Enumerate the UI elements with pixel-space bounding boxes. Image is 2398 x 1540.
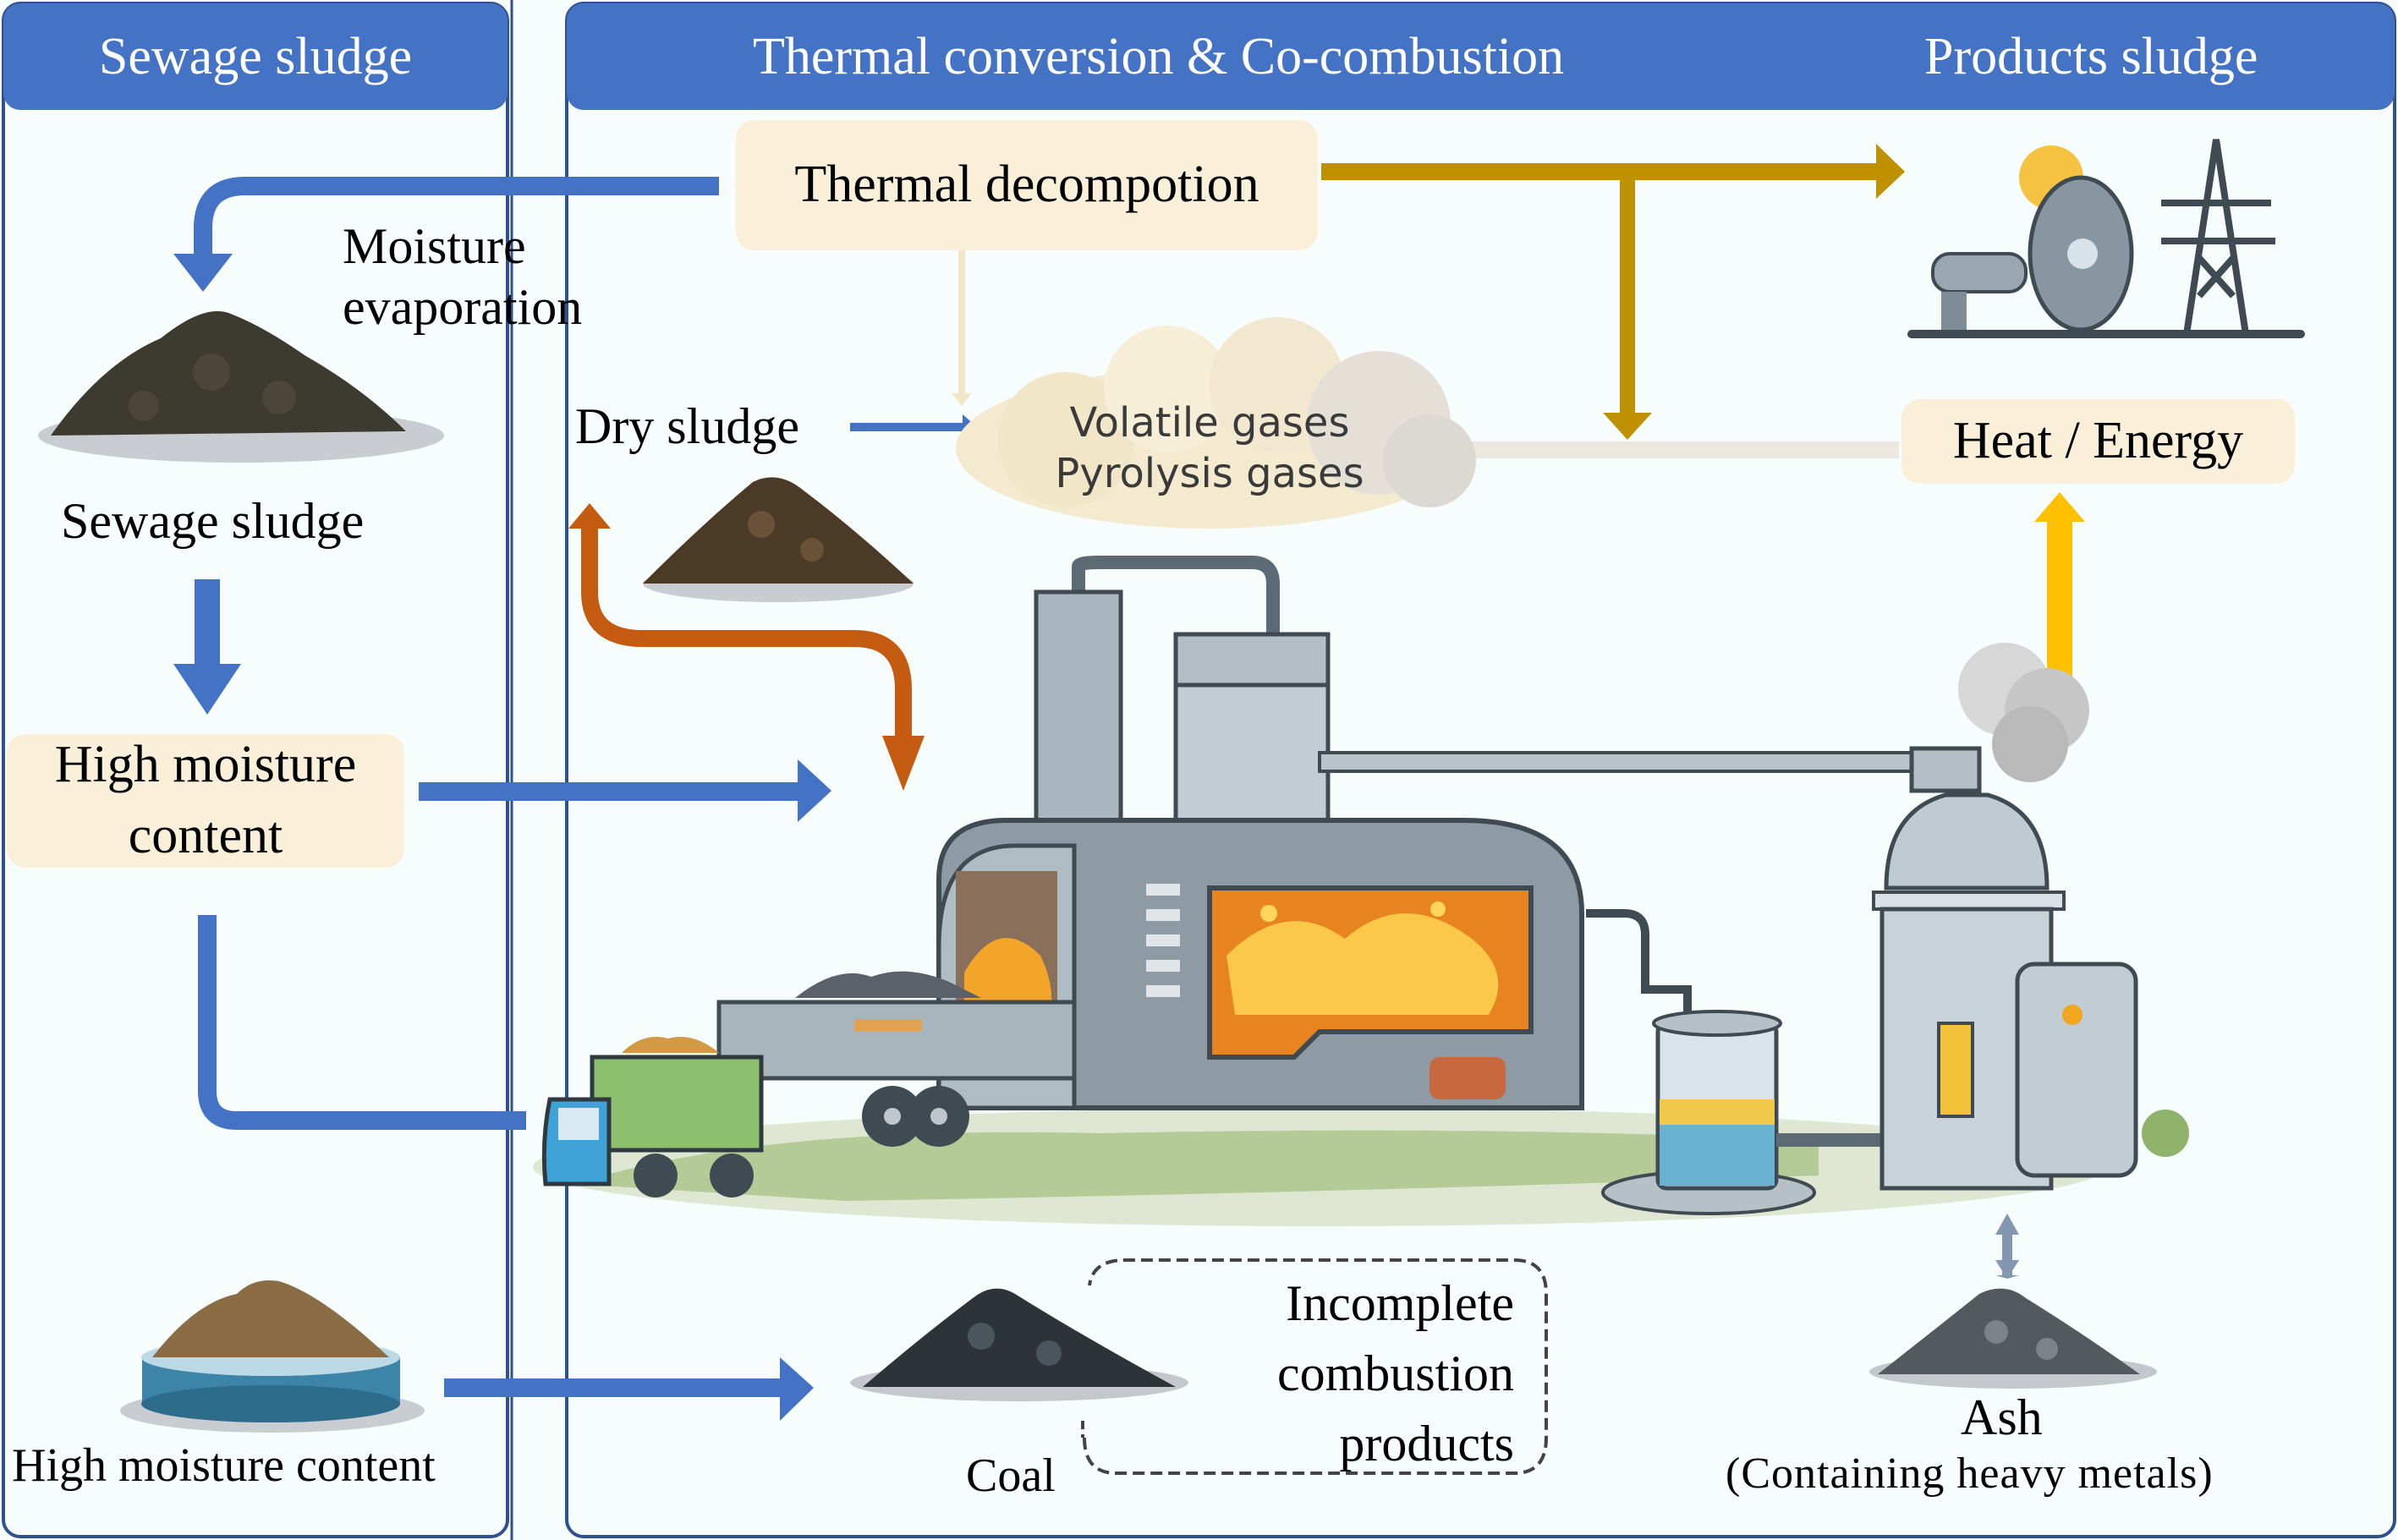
header-thermal-label: Thermal conversion & Co-combustion: [753, 27, 1565, 85]
arrow-to-plant-head: [798, 759, 831, 822]
arrow-yellow-shaft: [2047, 522, 2072, 691]
thermal-decomposition-box: Thermal decompotion: [736, 120, 1318, 250]
connector-cloud-heat: [1468, 441, 1899, 458]
scrubber-stack-icon: [1872, 643, 2189, 1191]
sewage-sludge-label: Sewage sludge: [61, 493, 365, 549]
high-moisture-line-2: content: [128, 807, 283, 864]
header-sewage-sludge: Sewage sludge: [3, 3, 508, 110]
header-sewage-label: Sewage sludge: [98, 27, 413, 85]
truck-icon: [541, 1037, 764, 1197]
dry-sludge-label: Dry sludge: [575, 398, 799, 454]
arrow-down-shaft: [195, 579, 220, 664]
incomplete-combustion-label: Incomplete combustion products: [1201, 1269, 1514, 1478]
arrow-gold-horizontal: [1321, 163, 1879, 180]
heat-energy-label: Heat / Energy: [1952, 412, 2244, 470]
arrow-ash-up-head: [1995, 1214, 2019, 1235]
arrow-to-coal-head: [780, 1357, 814, 1421]
ash-label: Ash: [1961, 1389, 2043, 1445]
sewage-sludge-pile-icon: [38, 311, 444, 463]
moisture-evaporation-line-1: Moisture: [343, 218, 526, 274]
moist-sludge-bowl-icon: [120, 1280, 425, 1433]
arrow-orange-loop: [581, 524, 912, 736]
high-moisture-content-label: High moisture content: [12, 1439, 436, 1492]
tank-icon: [1586, 909, 1886, 1215]
heat-energy-box: Heat / Energy: [1901, 399, 2295, 484]
incomplete-dashed-border: [1083, 1258, 1548, 1475]
arrow-to-coal-shaft: [444, 1378, 782, 1397]
arrow-orange-down-head: [882, 736, 925, 791]
volatile-gases-label: Volatile gases: [1069, 399, 1350, 447]
incomplete-line-1: Incomplete: [1286, 1275, 1514, 1331]
arrow-moisture-head: [173, 254, 233, 292]
thermal-decomposition-label: Thermal decompotion: [794, 156, 1259, 214]
header-thermal: Thermal conversion & Co-combustion Produ…: [567, 3, 2395, 110]
arrow-down-head: [173, 664, 241, 715]
high-moisture-line-1: High moisture: [54, 736, 357, 794]
coal-label: Coal: [966, 1450, 1056, 1502]
conveyor-icon: [716, 971, 1077, 1147]
arrow-dry-to-cloud-shaft: [850, 423, 964, 431]
arrow-to-plant-shaft: [419, 782, 799, 801]
dry-sludge-pile-icon: [643, 477, 914, 602]
arrow-moisture-return: [194, 177, 719, 254]
turbine-power-icon: [1907, 139, 2305, 338]
arrow-orange-up-head: [568, 503, 611, 529]
pyrolysis-gases-label: Pyrolysis gases: [1055, 450, 1364, 497]
arrow-gold-right-head: [1876, 144, 1905, 199]
incomplete-line-3: products: [1339, 1415, 1514, 1471]
cloud-label: Volatile gases Pyrolysis gases: [1040, 397, 1379, 499]
arrow-yellow-head: [2034, 492, 2085, 522]
plant-towers-icon: [1034, 556, 1930, 857]
arrow-ash-down-head2: [1995, 1260, 2019, 1279]
connector-to-truck: [198, 915, 526, 1130]
arrow-decomp-faint-head: [952, 393, 972, 406]
incomplete-line-2: combustion: [1277, 1345, 1514, 1401]
gas-cloud-icon: [956, 317, 1476, 529]
coal-pile-icon: [850, 1288, 1188, 1401]
arrow-gold-down-head: [1603, 413, 1652, 440]
moisture-evaporation-line-2: evaporation: [343, 279, 583, 335]
arrow-decomp-faint: [958, 249, 965, 393]
high-moisture-box: High moisture content: [7, 734, 404, 868]
header-products-label: Products sludge: [1924, 27, 2258, 85]
ash-note-label: (Containing heavy metals): [1726, 1450, 2214, 1498]
moisture-evaporation-label: Moisture evaporation: [343, 216, 582, 337]
arrow-gold-vertical: [1620, 178, 1635, 414]
ash-pile-icon: [1869, 1288, 2157, 1389]
grass-icon: [575, 1130, 1819, 1201]
